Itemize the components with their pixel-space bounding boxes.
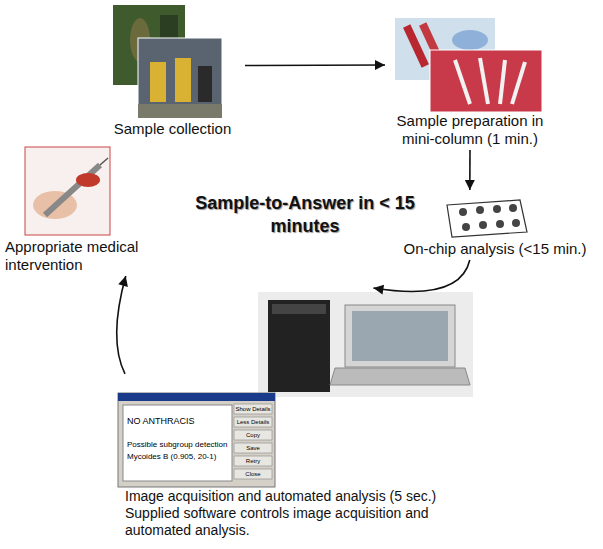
- hazmat-suit: [150, 62, 166, 102]
- step-caption: Sample preparation in mini-column (1 min…: [385, 112, 555, 148]
- step-caption: Sample collection: [100, 120, 245, 138]
- columns-photo: [430, 50, 542, 112]
- syringe: [45, 165, 100, 215]
- collection-photos: [113, 5, 222, 118]
- photo-ground: [258, 292, 473, 397]
- button-label: Save: [234, 443, 272, 453]
- ground: [138, 104, 222, 118]
- window-button: [234, 417, 272, 427]
- step-caption: On-chip analysis (<15 min.): [390, 240, 600, 258]
- step-imaging: Image acquisition and automated analysis…: [125, 288, 485, 540]
- mini-column: [500, 60, 505, 104]
- mini-column: [512, 62, 525, 104]
- result-pane: [123, 405, 232, 481]
- chip-spot: [459, 208, 467, 216]
- chip: [447, 200, 527, 237]
- step-analysis: On-chip analysis (<15 min.): [390, 190, 600, 260]
- glove: [452, 30, 488, 50]
- intervention-photo: [25, 147, 110, 235]
- laptop-display: [352, 311, 448, 361]
- glove: [76, 173, 100, 187]
- step-preparation: Sample preparation in mini-column (1 min…: [385, 15, 555, 150]
- chip-spot: [509, 204, 517, 212]
- laptop-base: [330, 368, 470, 385]
- button-label: Show Details: [234, 404, 272, 414]
- hazmat-suit: [175, 58, 191, 102]
- chip-spot: [479, 221, 487, 229]
- step-caption: Supplied software controls image acquisi…: [125, 505, 485, 539]
- flow-arrow: [117, 276, 128, 374]
- result-text: NO ANTHRACIS: [127, 416, 195, 427]
- flow-arrow: [373, 260, 469, 295]
- needle: [100, 158, 108, 165]
- chip-spot: [476, 206, 484, 214]
- chip-spot: [512, 219, 520, 227]
- prep-photos: [395, 18, 542, 112]
- step-collection: Sample collection: [100, 2, 245, 140]
- window-button: [234, 430, 272, 440]
- window-frame: [118, 393, 275, 487]
- window-titlebar: [118, 393, 275, 401]
- window-button: [234, 404, 272, 414]
- mini-column: [480, 58, 488, 104]
- step-intervention: Appropriate medical intervention: [5, 140, 180, 276]
- reader-top: [272, 304, 326, 314]
- button-label: Retry: [234, 456, 272, 466]
- chip-icon: [447, 200, 527, 237]
- responders-photo: [138, 38, 222, 118]
- step-caption: Image acquisition and automated analysis…: [125, 488, 485, 505]
- officer-figure: [198, 66, 212, 102]
- window-button: [234, 443, 272, 453]
- chip-spot: [493, 205, 501, 213]
- laptop-screen: [345, 305, 455, 367]
- reader-photo: [258, 292, 473, 397]
- result-text: Mycoides B (0.905, 20-1): [127, 452, 216, 462]
- chip-spot: [462, 223, 470, 231]
- mini-column: [455, 60, 470, 104]
- diagram-title: Sample-to-Answer in < 15 minutes: [195, 192, 415, 239]
- software-window: [118, 393, 275, 487]
- button-label: Less Details: [234, 417, 272, 427]
- result-text: Possible subgroup detection: [127, 440, 228, 450]
- window-button: [234, 469, 272, 479]
- flow-arrow: [465, 150, 475, 190]
- flow-arrow: [245, 60, 385, 70]
- step-caption: Appropriate medical intervention: [5, 238, 180, 274]
- button-label: Copy: [234, 430, 272, 440]
- reader-device: [268, 300, 330, 392]
- chip-spot: [496, 220, 504, 228]
- photo-frame: [25, 147, 110, 235]
- button-label: Close: [234, 469, 272, 479]
- window-button: [234, 456, 272, 466]
